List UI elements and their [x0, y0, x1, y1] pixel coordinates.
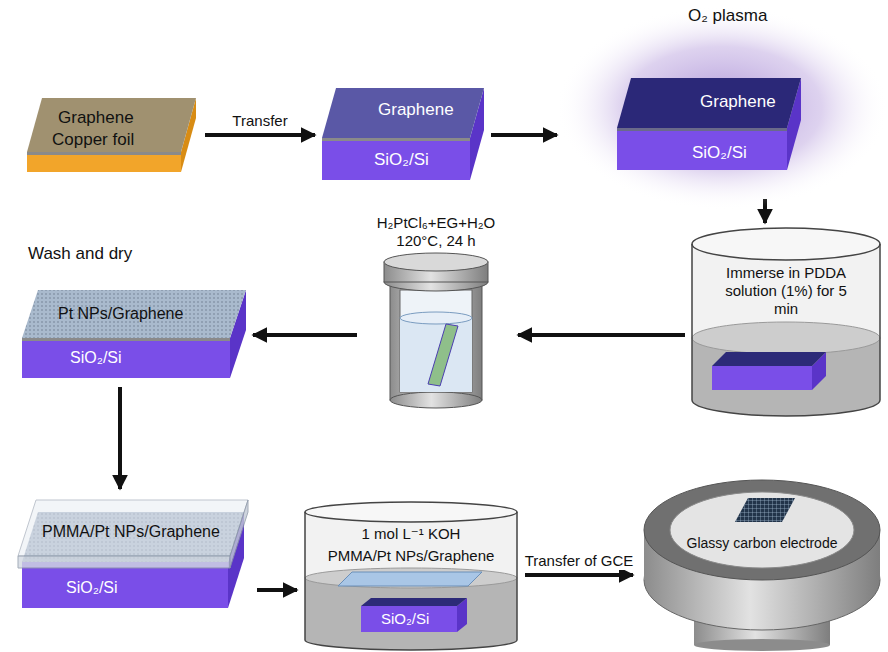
slab-front-face [27, 152, 181, 172]
illustration [636, 476, 886, 652]
slab-top-face [712, 352, 826, 366]
slab-top-face [617, 78, 801, 128]
slab-top-face [27, 98, 196, 152]
process-arrow [118, 387, 122, 489]
beaker-wall [305, 512, 517, 650]
layer-label: SiO₂/Si [374, 150, 429, 170]
layer-label: Graphene [378, 100, 454, 120]
graphene-layer-edge [322, 138, 470, 141]
slab-top-face [361, 598, 467, 606]
layer-label: SiO₂/Si [70, 348, 122, 367]
plasma-treatment: O₂ plasmaGrapheneSiO₂/Si [560, 0, 886, 196]
edge-label: Transfer [230, 112, 289, 130]
beaker-rim [305, 502, 517, 522]
layer-label: PMMA/Pt NPs/Graphene [42, 522, 220, 541]
plasma-glow [556, 6, 888, 210]
autoclave-base [390, 392, 482, 408]
illustration-group [556, 6, 888, 210]
pmma-coated-slab: PMMA/Pt NPs/GrapheneSiO₂/Si [18, 492, 254, 632]
substrate-strip [428, 324, 458, 386]
layer-label: Graphene [58, 108, 134, 128]
autoclave-reactor: H₂PtCl₆+EG+H₂O 120°C, 24 h [360, 212, 515, 412]
nanoparticle-texture [22, 290, 246, 338]
illustration-group [692, 228, 880, 416]
illustration [688, 226, 884, 424]
layer-label: SiO₂/Si [66, 578, 118, 597]
process-arrow [257, 588, 297, 592]
graphene-layer-edge [27, 152, 181, 155]
graphene-layer-edge [617, 128, 787, 131]
glassy-carbon-electrode: Glassy carbon electrode [636, 476, 886, 652]
slab-front-face [712, 366, 812, 390]
illustration-group [18, 500, 248, 608]
beaker-body [692, 244, 880, 400]
illustration [300, 500, 522, 652]
cap-rim [644, 480, 880, 580]
illustration-group [322, 88, 484, 180]
layer-label: Graphene [700, 92, 776, 112]
pt-graphene-film [735, 498, 795, 522]
process-arrow [518, 333, 685, 337]
slab-front-face [22, 338, 230, 378]
step-label: Immerse in PDDA solution (1%) for 5 min [718, 264, 854, 318]
process-arrow [525, 573, 633, 577]
beaker-body [305, 512, 517, 640]
koh-beaker: 1 mol L⁻¹ KOH PMMA/Pt NPs/GrapheneSiO₂/Si [300, 500, 522, 652]
pdda-beaker: Immerse in PDDA solution (1%) for 5 min [688, 226, 884, 424]
layer-label: SiO₂/Si [692, 143, 747, 163]
reaction-condition: H₂PtCl₆+EG+H₂O 120°C, 24 h [361, 214, 511, 250]
film-mesh [735, 498, 795, 522]
layer-label: Pt NPs/Graphene [58, 304, 183, 323]
solution-label: 1 mol L⁻¹ KOH [311, 525, 511, 543]
step-label: O₂ plasma [688, 6, 767, 26]
illustration-group [27, 98, 196, 172]
process-arrow [491, 133, 557, 137]
solution-surface [400, 312, 472, 324]
graphene-sio2-slab: GrapheneSiO₂/Si [318, 84, 488, 184]
illustration-group [384, 253, 488, 408]
process-arrow [253, 333, 357, 337]
layer-label: PMMA/Pt NPs/Graphene [311, 547, 511, 565]
electrode-face [670, 492, 854, 568]
autoclave-body [390, 282, 482, 400]
slab-top-face [322, 88, 484, 138]
copper-foil-slab: GrapheneCopper foil [24, 92, 202, 176]
solution-surface [305, 568, 517, 588]
beaker-wall [692, 244, 880, 416]
process-arrow [205, 133, 315, 137]
step-label: Wash and dry [28, 244, 132, 264]
slab-front-face [322, 138, 470, 180]
electrode-label: Glassy carbon electrode [674, 535, 850, 552]
solution-surface [692, 322, 880, 354]
illustration-group [644, 480, 880, 651]
slab-top-face [22, 290, 246, 338]
reaction-solution [400, 318, 472, 392]
slab-front-face [22, 562, 228, 608]
pt-graphene-slab: Wash and dry Pt NPs/GrapheneSiO₂/Si [18, 240, 250, 384]
teflon-liner [400, 290, 472, 392]
layer-label: Copper foil [52, 130, 134, 150]
edge-label: Transfer of GCE [523, 552, 636, 570]
graphene-layer-edge [22, 338, 230, 341]
pmma-film-top [18, 500, 248, 556]
slab-front-face [361, 606, 457, 632]
illustration-group [22, 290, 246, 378]
shaft-end [694, 639, 830, 651]
floating-film [338, 572, 482, 586]
illustration-group [305, 502, 517, 650]
pmma-film-side [230, 500, 248, 568]
pmma-film-front [18, 556, 230, 568]
beaker-rim [692, 228, 880, 260]
lid-top [384, 253, 488, 271]
illustration [18, 492, 254, 632]
slab-front-face [617, 128, 787, 170]
layer-label: SiO₂/Si [381, 610, 429, 628]
